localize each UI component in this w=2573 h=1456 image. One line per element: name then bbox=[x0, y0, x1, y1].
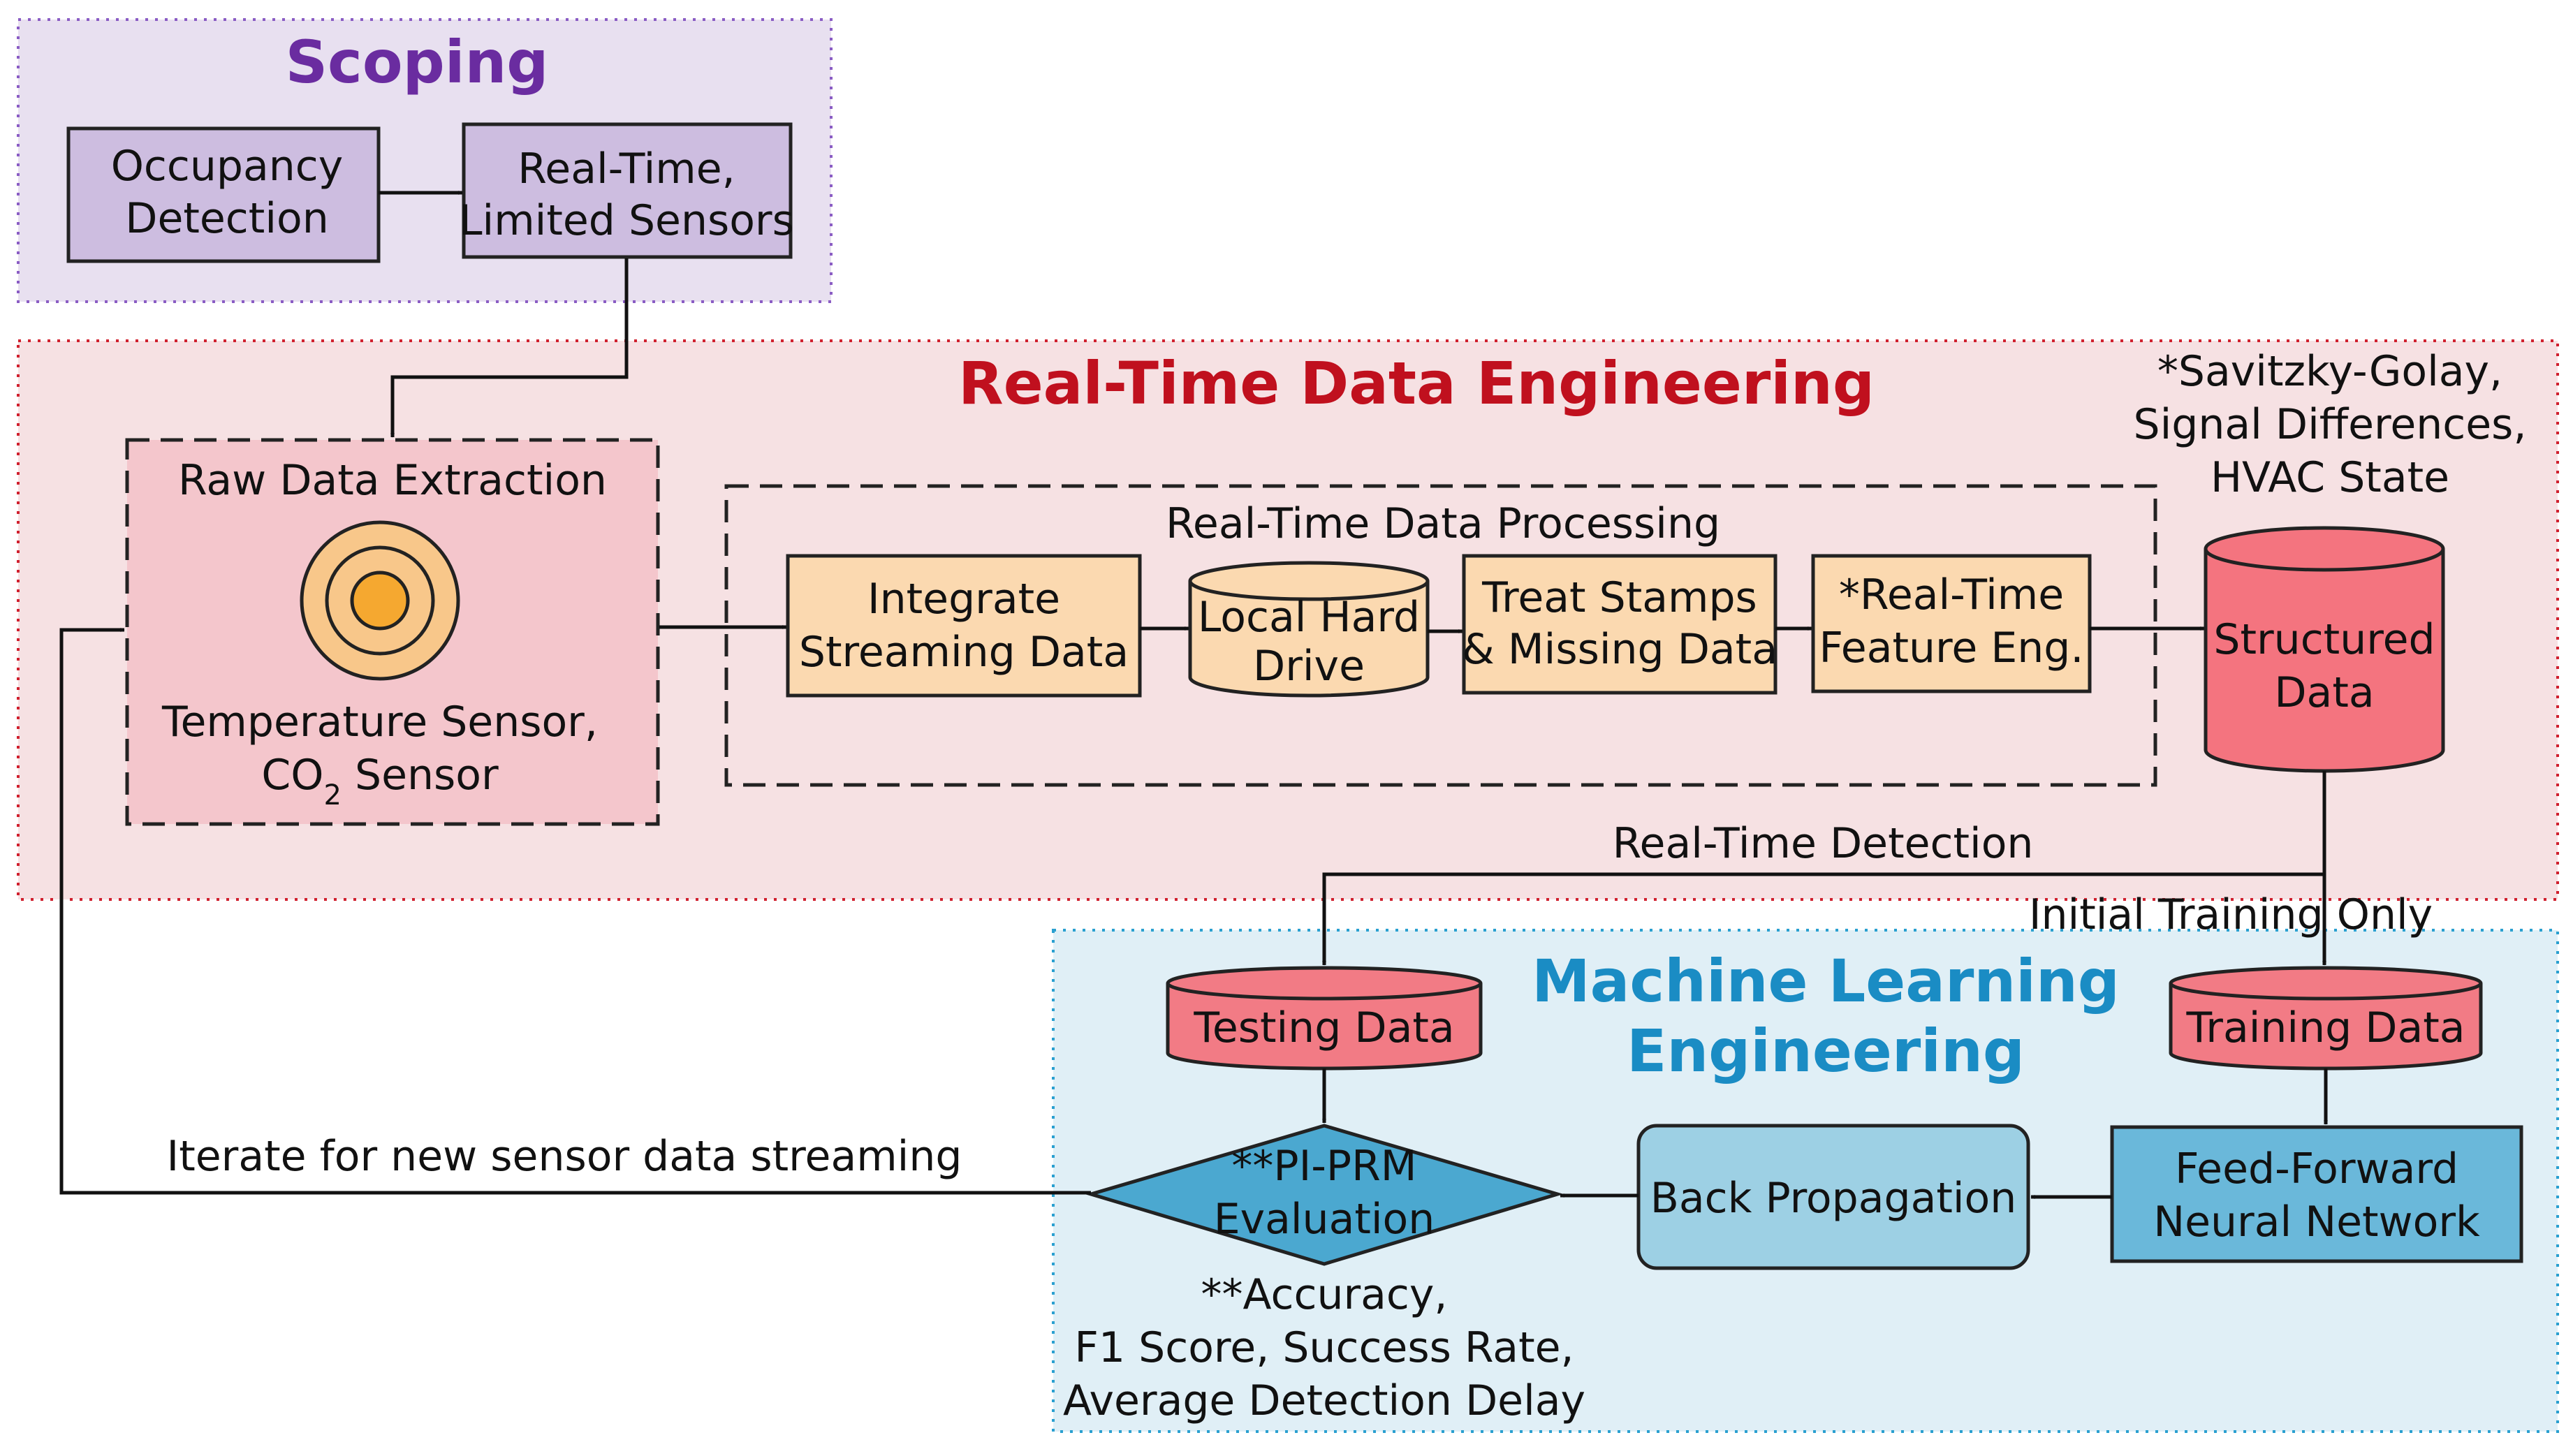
initial-training-label: Initial Training Only bbox=[2029, 890, 2433, 939]
sensor-icon bbox=[300, 520, 460, 681]
sensor-co: CO bbox=[261, 751, 323, 800]
back-propagation-box: Back Propagation bbox=[1636, 1124, 2030, 1270]
svg-text:& Missing Data: & Missing Data bbox=[1462, 625, 1777, 674]
metrics-note: Average Detection Delay bbox=[1063, 1376, 1585, 1425]
arrow-iterate-loop bbox=[59, 628, 1091, 1195]
feature-note: *Savitzky-Golay, bbox=[2157, 347, 2502, 396]
svg-text:Drive: Drive bbox=[1253, 642, 1365, 691]
svg-text:Real-Time,: Real-Time, bbox=[518, 145, 735, 193]
realtime-detection-label: Real-Time Detection bbox=[1613, 819, 2034, 868]
realtime-limited-sensors-box: Real-Time, Limited Sensors bbox=[459, 122, 794, 259]
metrics-note: F1 Score, Success Rate, bbox=[1074, 1323, 1574, 1372]
svg-text:Neural Network: Neural Network bbox=[2153, 1198, 2480, 1247]
integrate-streaming-box: Integrate Streaming Data bbox=[786, 554, 1142, 698]
svg-text:Treat Stamps: Treat Stamps bbox=[1481, 573, 1757, 622]
local-hard-drive-db: Local Hard Drive bbox=[1188, 561, 1430, 698]
treat-stamps-box: Treat Stamps & Missing Data bbox=[1462, 554, 1777, 695]
svg-text:Data: Data bbox=[2274, 668, 2374, 717]
scoping-title: Scoping bbox=[286, 28, 549, 96]
testing-data-db: Testing Data bbox=[1166, 966, 1483, 1071]
ml-engineering-title: Engineering bbox=[1627, 1017, 2025, 1085]
ml-engineering-title: Machine Learning bbox=[1532, 947, 2120, 1015]
svg-text:Raw Data Extraction: Raw Data Extraction bbox=[178, 456, 607, 505]
pi-prm-evaluation-diamond: **PI-PRM Evaluation bbox=[1085, 1124, 1564, 1266]
svg-text:Evaluation: Evaluation bbox=[1214, 1195, 1435, 1244]
svg-text:Back Propagation: Back Propagation bbox=[1650, 1174, 2017, 1223]
arrow-realtime-detection bbox=[1322, 872, 2324, 966]
feed-forward-nn-box: Feed-Forward Neural Network bbox=[2110, 1125, 2523, 1263]
data-processing-label: Real-Time Data Processing bbox=[1166, 499, 1720, 548]
metrics-note: **Accuracy, bbox=[1201, 1270, 1448, 1319]
svg-text:**PI-PRM: **PI-PRM bbox=[1231, 1142, 1416, 1191]
svg-text:Testing Data: Testing Data bbox=[1193, 1003, 1454, 1052]
arrow-sensors-to-raw bbox=[390, 258, 629, 438]
data-engineering-title: Real-Time Data Engineering bbox=[958, 349, 1875, 418]
training-data-db: Training Data bbox=[2169, 966, 2483, 1071]
svg-text:Local Hard: Local Hard bbox=[1198, 593, 1420, 642]
feature-engineering-box: *Real-Time Feature Eng. bbox=[1811, 554, 2092, 693]
sensor-subscript: 2 bbox=[323, 779, 341, 811]
occupancy-detection-box: Occupancy Detection bbox=[66, 126, 381, 263]
iterate-label: Iterate for new sensor data streaming bbox=[167, 1132, 962, 1181]
svg-text:Detection: Detection bbox=[125, 194, 328, 243]
svg-text:Temperature Sensor,: Temperature Sensor, bbox=[161, 698, 598, 747]
sensor-rest: Sensor bbox=[342, 751, 499, 800]
svg-text:*Real-Time: *Real-Time bbox=[1839, 571, 2064, 619]
feature-note: Signal Differences, bbox=[2133, 400, 2526, 449]
raw-data-extraction-box: Raw Data Extraction Temperature Sensor, … bbox=[125, 438, 660, 826]
structured-data-db: Structured Data bbox=[2204, 526, 2445, 773]
svg-text:Structured: Structured bbox=[2213, 615, 2435, 664]
svg-text:CO2 Sensor: CO2 Sensor bbox=[261, 751, 499, 811]
svg-text:Feed-Forward: Feed-Forward bbox=[2175, 1145, 2458, 1193]
svg-text:Streaming Data: Streaming Data bbox=[799, 628, 1129, 677]
svg-text:Training Data: Training Data bbox=[2185, 1003, 2465, 1052]
svg-text:Limited Sensors: Limited Sensors bbox=[459, 196, 794, 245]
data-processing-container bbox=[724, 484, 2157, 787]
feature-note: HVAC State bbox=[2211, 453, 2449, 502]
svg-text:Integrate: Integrate bbox=[867, 575, 1060, 624]
svg-text:Occupancy: Occupancy bbox=[111, 142, 344, 191]
svg-text:Feature Eng.: Feature Eng. bbox=[1819, 624, 2084, 672]
